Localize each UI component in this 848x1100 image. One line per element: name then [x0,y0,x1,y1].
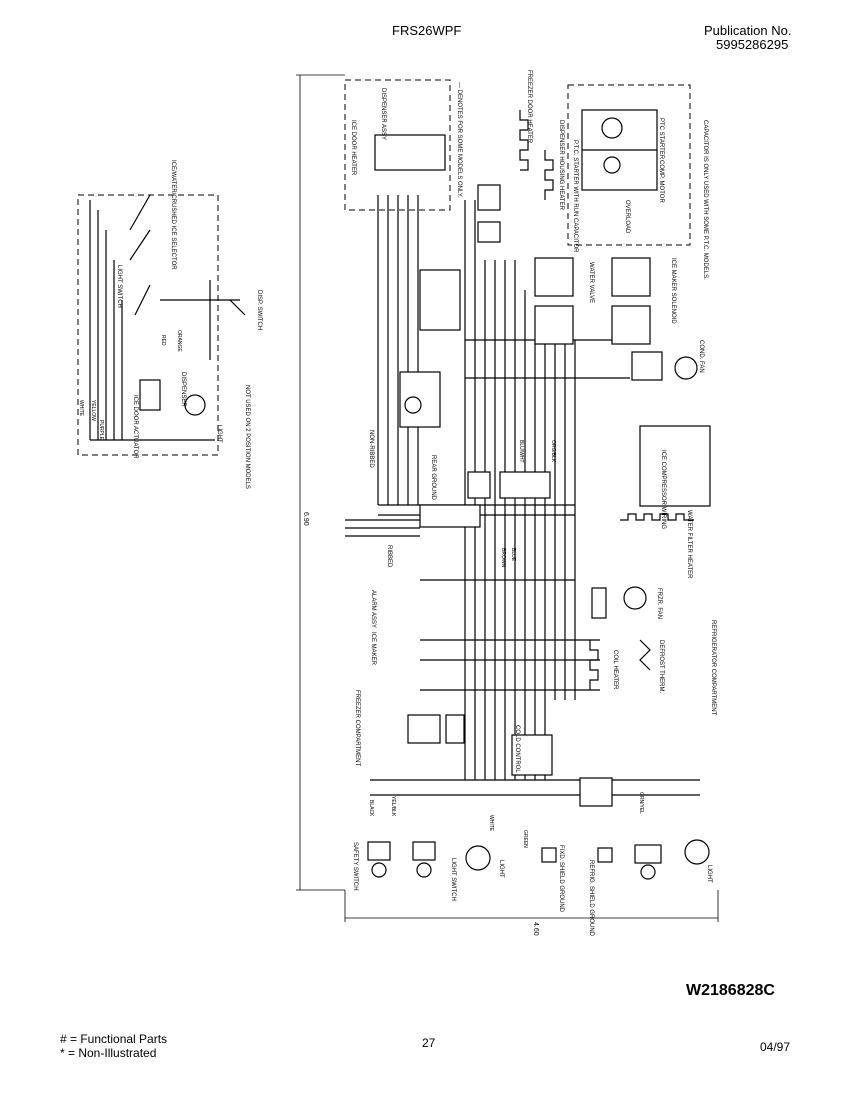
model-number: FRS26WPF [392,23,462,38]
label-refrigerator-compartment: REFRIGERATOR COMPARTMENT [710,620,716,716]
revision-date: 04/97 [760,1040,791,1054]
label-alarm-assy: ALARM ASSY [370,590,376,628]
label-ice-maker: ICE MAKER [370,632,376,666]
dimension-horizontal: 4.60 [344,890,719,936]
dispenser-assy-block: ICE DOOR HEATER DISPENSER ASSY --- DENOT… [344,79,462,211]
wire-labels: BLACK YEL/BLK WHITE GREEN BROWN BLUE GRN… [368,440,644,848]
label-fixed-shield-ground: FIXD. SHIELD GROUND [558,845,564,913]
evap-fan: FRZR. FAN [591,586,662,619]
label-light-bottom: LIGHT [498,860,504,878]
label-freezer-door-heater: FREEZER DOOR HEATER [526,70,532,144]
label-cond-fan: COND. FAN [698,340,704,373]
wire-label-blu-wht: BLU/WHT [518,440,524,463]
water-filter-heater: WATER FILTER HEATER [620,510,694,579]
label-dispenser-assy: DISPENSER ASSY [380,88,386,140]
dimension-width-label: 4.60 [532,922,539,936]
compressor-starter-block: P.T.C. STARTER WITH RUN CAPACITOR PTC ST… [567,84,708,280]
label-capacitor-note: CAPACITOR IS ONLY USED WITH SOME P.T.C. … [702,120,708,280]
heaters-group: FREEZER DOOR HEATER DISPENSER HOUSING HE… [519,70,564,211]
legend-non-illustrated: * = Non-Illustrated [60,1046,157,1060]
label-evap-fan: FRZR. FAN [656,588,662,619]
label-comp-motor: COMP. MOTOR [658,160,664,203]
label-ice-door-actuator: ICE DOOR ACTUATOR [132,395,138,459]
wire-label-green: GREEN [522,830,528,848]
label-not-used-2-position: NOT USED ON 2 POSITION MODELS [244,385,250,489]
label-disp-switch: DISP. SWITCH [256,290,262,330]
wire-label-orange: ORANGE [176,330,182,352]
label-ptc-starter-run-cap: P.T.C. STARTER WITH RUN CAPACITOR [572,140,578,253]
wire-label-blue: BLUE [510,548,516,562]
connectors [399,184,613,807]
label-rear-ground: REAR GROUND [430,455,436,501]
dispenser-subdiagram: ICE/WATER/CRUSHED ICE SELECTOR LIGHT SWI… [77,160,262,489]
ice-compressor-wiring: ICE COMPRESSOR WIRING [639,425,711,529]
label-light-switch: LIGHT SWITCH [116,265,122,308]
water-valve-solenoids: WATER VALVE ICE MAKER SOLENOID [534,257,676,345]
label-dispenser: DISPENSER [180,372,186,407]
label-overload: OVERLOAD [624,200,630,234]
wire-label-org-blk: ORG/BLK [550,440,556,463]
label-ribbed: RIBBED [386,545,392,568]
wire-label-white-bottom: WHITE [488,815,494,832]
label-water-valve: WATER VALVE [588,262,594,303]
dimension-height-label: 6.90 [302,512,309,526]
label-ice-maker-solenoid: ICE MAKER SOLENOID [670,258,676,324]
label-ice-water-selector: ICE/WATER/CRUSHED ICE SELECTOR [170,160,176,270]
label-refrig-shield-ground: REFRIG. SHIELD GROUND [588,860,594,937]
legend-functional-parts: # = Functional Parts [60,1032,168,1046]
wire-label-purple: PURPLE [98,420,104,441]
publication-number: 5995286295 [716,37,789,52]
wire-label-yellow: YELLOW [90,400,96,421]
page-number: 27 [422,1036,436,1050]
cond-fan: COND. FAN [631,340,704,381]
label-non-ribbed: NON-RIBBED [368,430,374,468]
wire-label-white: WHITE [78,400,84,417]
dimension-vertical: 6.90 [296,74,345,891]
wire-label-red: RED [160,335,166,346]
label-denotes-some-models: --- DENOTES FOR SOME MODELS ONLY. [456,82,462,198]
main-harness [345,195,700,796]
publication-label: Publication No. [704,23,792,38]
defrost-heater: DEFROST THERM. COIL HEATER [589,639,664,693]
label-water-filter-heater: WATER FILTER HEATER [686,510,692,579]
label-freezer-compartment: FREEZER COMPARTMENT [354,690,360,766]
drawing-number: W2186828C [686,982,775,999]
label-ice-compressor-wiring: ICE COMPRESSOR WIRING [660,450,666,529]
label-light-switch-bottom: LIGHT SWITCH [450,858,456,901]
bottom-components: SAFETY SWITCH LIGHT SWITCH LIGHT FIXD. S… [352,839,712,937]
label-dispenser-housing-heater: DISPENSER HOUSING HEATER [558,120,564,211]
label-safety-switch: SAFETY SWITCH [352,842,358,891]
label-defrost-therm: DEFROST THERM. [658,640,664,693]
label-light: LIGHT [216,425,222,443]
label-coil-heater: COIL HEATER [612,650,618,690]
wire-label-grn-yel: GRN/YEL [638,792,644,814]
label-cold-control: COLD CONTROL [514,725,520,773]
wire-label-yel-blk: YEL/BLK [390,796,396,817]
wire-label-black: BLACK [368,800,374,817]
label-ice-door-heater: ICE DOOR HEATER [350,120,356,176]
wire-label-brown: BROWN [500,548,506,568]
label-light-right: LIGHT [706,865,712,883]
label-ptc-starter: PTC STARTER [658,118,664,160]
